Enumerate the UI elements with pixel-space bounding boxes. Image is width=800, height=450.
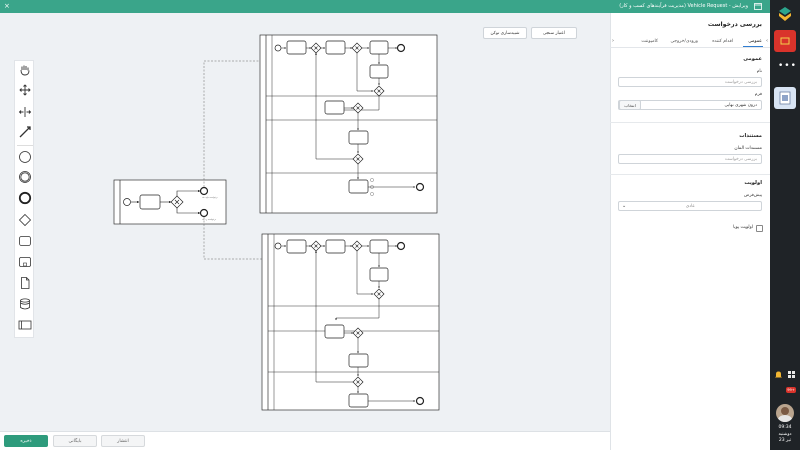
apps-icon[interactable] [787,370,796,379]
archive-button[interactable]: بایگانی [53,435,97,447]
start-event-icon[interactable] [18,150,32,164]
app-window-icon [754,3,762,10]
pool-icon[interactable] [18,318,32,332]
window-title: ویرایش - Vehicle Request (مدیریت فرآینده… [619,3,748,9]
main-pool-top[interactable] [259,34,438,214]
form-input[interactable]: درون شهری نهایی [618,100,762,110]
divider [17,145,33,146]
intermediate-event-icon[interactable] [18,170,32,184]
data-object-icon[interactable] [18,276,32,290]
small-pool[interactable]: درخواست تایید شد درخواست رد شد [113,179,227,225]
properties-panel: بررسی درخواست › عمومی اقدام کننده ورودی/… [610,13,770,450]
main-pool-bottom[interactable] [261,233,440,411]
priority-select[interactable]: عادی ⌄ [618,201,762,211]
app-rail: ••• 99+ 09:34 دوشنبه 23 تیر [770,0,800,450]
chevron-right-icon[interactable]: › [766,38,768,44]
form-label: فرم [754,92,762,97]
more-icon[interactable]: ••• [778,61,797,71]
chevron-left-icon[interactable]: ‹ [612,38,614,44]
validate-button[interactable]: اعتبار سنجی [531,27,577,39]
publish-button[interactable]: انتشار [101,435,145,447]
end-event[interactable] [199,186,209,196]
name-label: نام [756,69,762,74]
diagram-canvas[interactable]: درخواست تایید شد درخواست رد شد [0,13,610,431]
close-icon[interactable]: × [4,2,10,10]
dynamic-priority-checkbox[interactable] [756,225,763,232]
save-button[interactable]: ذخیره [4,435,48,447]
clock-time: 09:34 [778,425,792,430]
divider [610,174,770,175]
title-bar: × ویرایش - Vehicle Request (مدیریت فرآین… [0,0,770,13]
notification-badge: 99+ [786,387,796,393]
gateway-icon[interactable] [18,213,32,227]
default-priority-label: پیش‌فرض [744,193,762,198]
task-icon[interactable] [18,234,32,248]
clock-day: دوشنبه [778,432,792,437]
docs-label: مستندات المان [734,146,762,151]
tab-general[interactable]: عمومی [748,39,762,44]
bottom-action-bar: ذخیره بایگانی انتشار [0,431,610,450]
divider [610,122,770,123]
form-select-button[interactable]: انتخاب [619,100,641,110]
token-simulation-button[interactable]: شبیه‌سازی توکن [483,27,527,39]
task[interactable] [139,194,161,210]
tab-component[interactable]: کامپوننت [641,39,658,44]
process-designer-icon[interactable] [774,87,796,109]
clock-date: 23 تیر [778,438,792,443]
data-store-icon[interactable] [18,297,32,311]
palette-toolbox [14,60,34,338]
svg-text:درخواست تایید شد: درخواست تایید شد [202,196,218,199]
priority-section-title: اولویت [744,180,762,186]
dynamic-priority-label: اولویت پویا [733,225,753,230]
hand-tool-icon[interactable] [18,63,32,77]
space-tool-icon[interactable] [18,105,32,119]
chevron-down-icon: ⌄ [622,203,627,209]
panel-title: بررسی درخواست [707,21,762,28]
tab-actor[interactable]: اقدام کننده [712,39,733,44]
connect-tool-icon[interactable] [18,125,32,139]
inbox-app-icon[interactable] [774,30,796,52]
avatar[interactable] [776,404,794,422]
general-section-title: عمومی [743,56,762,62]
app-logo-icon[interactable] [777,6,793,22]
bell-icon[interactable] [774,370,783,379]
panel-tabs: › عمومی اقدام کننده ورودی/خروجی کامپوننت… [610,36,770,48]
bpmn-diagram[interactable]: درخواست تایید شد درخواست رد شد [0,13,610,431]
docs-section-title: مستندات [739,133,762,139]
move-tool-icon[interactable] [18,83,32,97]
end-event-icon[interactable] [18,191,32,205]
end-event[interactable] [199,208,209,218]
active-tab-indicator [743,46,763,47]
subprocess-icon[interactable] [18,255,32,269]
svg-text:درخواست رد شد: درخواست رد شد [202,218,216,221]
tab-io[interactable]: ورودی/خروجی [670,39,698,44]
docs-input[interactable]: بررسی درخواست [618,154,762,164]
start-event[interactable] [123,198,131,206]
name-input[interactable]: بررسی درخواست [618,77,762,87]
